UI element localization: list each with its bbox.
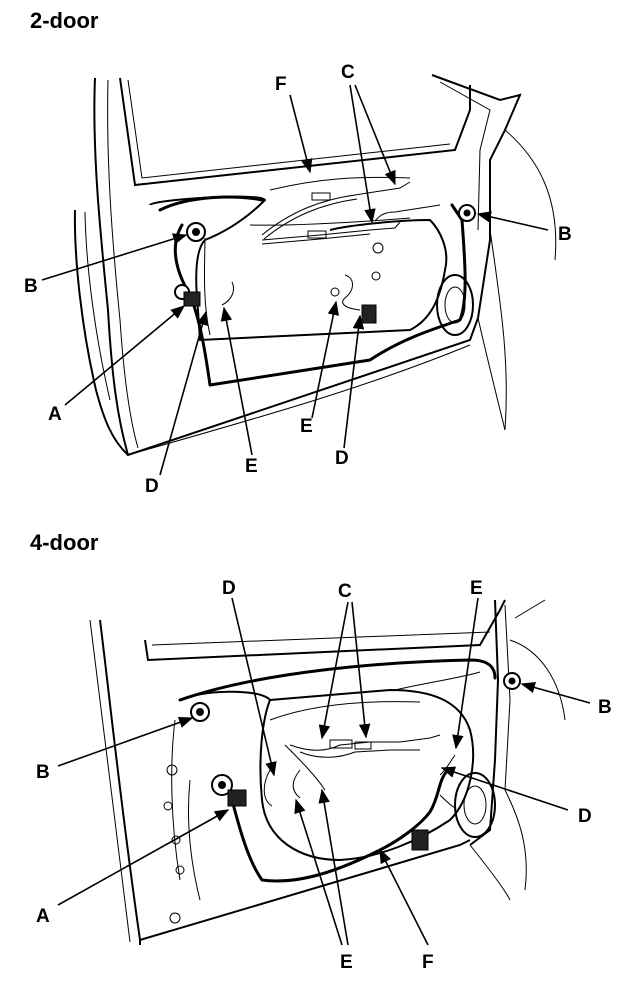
door-4-cable-c (289, 734, 441, 751)
door-2-callout-b-left: B (24, 276, 38, 297)
door-4-callout-c: C (338, 581, 352, 602)
door-2-connector-a (183, 291, 201, 307)
door-4-inner-panel (179, 688, 475, 862)
door-4-callout-d-right: D (578, 806, 592, 827)
door-4-callout-b-left: B (36, 762, 50, 783)
diagram-title-4-door: 4-door (30, 530, 99, 555)
door-4-connector (411, 829, 429, 851)
door-2-window-frame (119, 77, 471, 187)
door-4-frame (99, 619, 471, 942)
door-4-callout-f: F (422, 952, 434, 973)
door-2-speaker (436, 274, 474, 336)
door-2-callout-a: A (48, 404, 62, 425)
diagram-title-2-door: 2-door (30, 8, 99, 33)
door-2-door-drawing (73, 74, 557, 457)
door-2-callout-b-right: B (558, 224, 572, 245)
door-2-wire-harness (173, 203, 467, 387)
door-4-callout-e-bottom: E (340, 952, 353, 973)
door-2-connector-d (361, 304, 377, 324)
door-2-callout-e-left: E (245, 456, 258, 477)
door-4-window-frame (144, 599, 506, 662)
door-4-callout-e-top: E (470, 578, 483, 599)
door-2-cable-upper (261, 181, 411, 236)
door-4-callout-b-right: B (598, 697, 612, 718)
door-2-callout-d-left: D (145, 476, 159, 497)
door-2-cable-lower (261, 221, 401, 241)
door-4-speaker (454, 772, 496, 838)
door-4-callout-d-top: D (222, 578, 236, 599)
door-2-callout-e-right: E (300, 416, 313, 437)
door-2-inner-panel (149, 195, 448, 342)
door-4-door-drawing (89, 599, 566, 945)
door-4-connector-a (227, 789, 247, 807)
door-4-leaders (57, 597, 591, 946)
door-2-leaders (41, 84, 549, 476)
door-2-frame (93, 77, 479, 457)
door-2-callout-f: F (275, 74, 287, 95)
door-2-callout-d-right: D (335, 448, 349, 469)
door-4-wire-harness (230, 768, 450, 883)
door-4-callout-a: A (36, 906, 50, 927)
door-2-callout-c: C (341, 62, 355, 83)
